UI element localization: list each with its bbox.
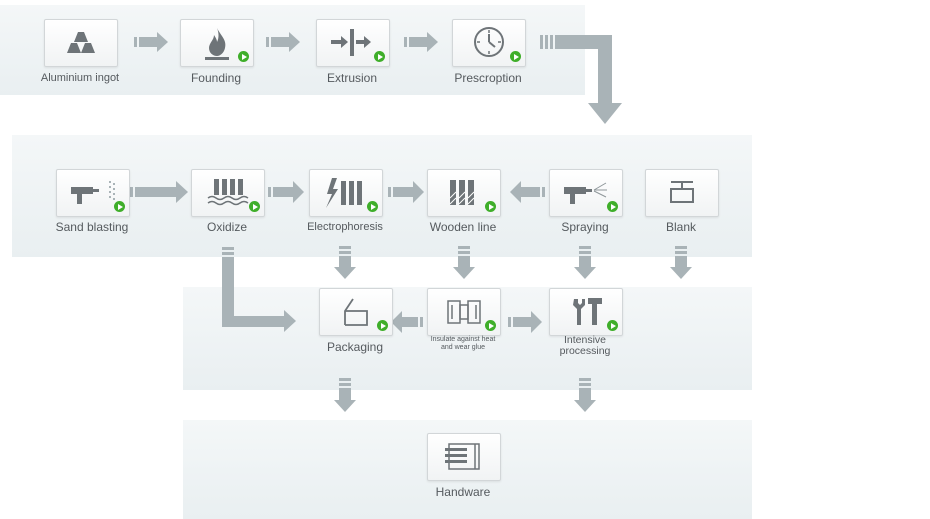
node-blank[interactable] xyxy=(645,169,719,217)
label-handware: Handware xyxy=(435,485,491,499)
arrow-founding-extrusion xyxy=(266,32,300,52)
node-prescroption[interactable] xyxy=(452,19,526,67)
blank-profile-icon xyxy=(670,181,694,203)
node-packaging[interactable] xyxy=(319,288,393,336)
label-intensive: Intensive processing xyxy=(535,335,635,357)
label-insulate: Insulate against heat and wear glue xyxy=(413,336,513,352)
arrow-extrusion-prescroption xyxy=(404,32,438,52)
label-spraying: Spraying xyxy=(561,220,609,234)
play-icon[interactable] xyxy=(374,51,385,62)
spray-gun-icon xyxy=(564,182,607,204)
play-icon[interactable] xyxy=(114,201,125,212)
wood-bars-icon xyxy=(449,180,475,205)
label-insulate-line1: Insulate against heat xyxy=(430,336,496,343)
label-sand-blasting: Sand blasting xyxy=(55,220,129,234)
play-icon[interactable] xyxy=(249,201,260,212)
arrow-packaging-down xyxy=(334,378,356,412)
label-prescroption: Prescroption xyxy=(454,71,522,85)
sand-gun-icon xyxy=(71,181,115,204)
label-aluminium-ingot: Aluminium ingot xyxy=(40,72,120,84)
arrow-intensive-down xyxy=(574,378,596,412)
arrow-oxidize-electrophoresis xyxy=(268,181,304,203)
box-icon xyxy=(344,298,368,326)
arrow-insulate-packaging xyxy=(391,311,423,333)
arrow-spraying-wooden xyxy=(510,181,545,203)
node-founding[interactable] xyxy=(180,19,254,67)
oxidize-tank-icon xyxy=(207,179,249,206)
node-extrusion[interactable] xyxy=(316,19,390,67)
play-icon[interactable] xyxy=(607,320,618,331)
label-oxidize: Oxidize xyxy=(206,220,247,234)
hardware-document-icon xyxy=(445,443,480,470)
arrow-spraying-down xyxy=(574,246,596,279)
extrusion-icon xyxy=(331,29,371,56)
node-wooden-line[interactable] xyxy=(427,169,501,217)
label-blank: Blank xyxy=(665,220,697,234)
label-electrophoresis: Electrophoresis xyxy=(307,221,383,233)
label-wooden-line: Wooden line xyxy=(429,220,497,234)
arrow-insulate-intensive xyxy=(508,311,542,333)
ingot-stack-icon xyxy=(67,32,95,53)
play-icon[interactable] xyxy=(510,51,521,62)
play-icon[interactable] xyxy=(485,320,496,331)
arrow-wooden-down xyxy=(453,246,475,279)
label-insulate-line2: and wear glue xyxy=(441,344,485,351)
node-spraying[interactable] xyxy=(549,169,623,217)
play-icon[interactable] xyxy=(377,320,388,331)
node-insulate[interactable] xyxy=(427,288,501,336)
flame-icon xyxy=(205,28,229,60)
label-intensive-line2: processing xyxy=(559,345,611,357)
node-aluminium-ingot[interactable] xyxy=(44,19,118,67)
node-electrophoresis[interactable] xyxy=(309,169,383,217)
node-sand-blasting[interactable] xyxy=(56,169,130,217)
arrow-sandblasting-oxidize xyxy=(130,181,188,203)
label-intensive-line1: Intensive xyxy=(563,334,607,346)
arrow-ingot-founding xyxy=(134,32,168,52)
label-packaging: Packaging xyxy=(326,340,384,354)
node-handware[interactable] xyxy=(427,433,501,481)
play-icon[interactable] xyxy=(238,51,249,62)
play-icon[interactable] xyxy=(485,201,496,212)
tools-icon xyxy=(573,298,602,325)
arrow-prescroption-down xyxy=(540,35,622,124)
label-founding: Founding xyxy=(190,71,242,85)
play-icon[interactable] xyxy=(607,201,618,212)
clock-icon xyxy=(474,27,504,57)
label-extrusion: Extrusion xyxy=(326,71,378,85)
arrow-oxidize-packaging xyxy=(222,247,296,332)
node-oxidize[interactable] xyxy=(191,169,265,217)
arrow-blank-down xyxy=(670,246,692,279)
arrow-electrophoresis-wooden xyxy=(388,181,424,203)
arrow-electrophoresis-down xyxy=(334,246,356,279)
play-icon[interactable] xyxy=(367,201,378,212)
lightning-bars-icon xyxy=(326,178,362,208)
insulation-profile-icon xyxy=(447,300,481,324)
node-intensive[interactable] xyxy=(549,288,623,336)
